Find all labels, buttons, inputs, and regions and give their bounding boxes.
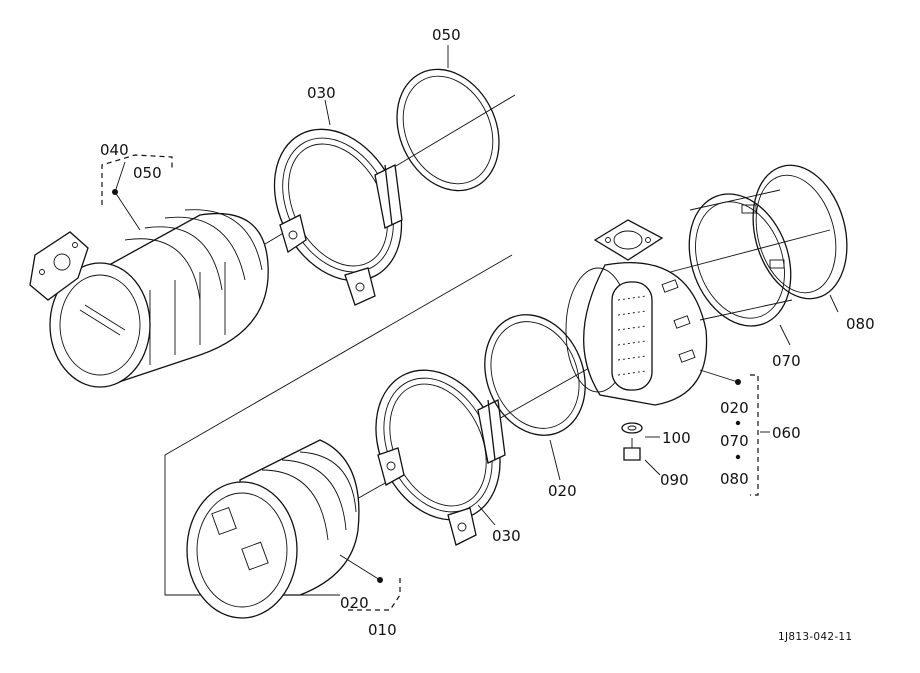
band-clamp-bottom xyxy=(375,369,506,546)
group-bracket-top-left xyxy=(101,154,173,205)
callout-080-part: 080 xyxy=(846,315,875,333)
protector-cover-070 xyxy=(688,189,793,327)
callout-090: 090 xyxy=(660,471,689,489)
callout-040: 040 xyxy=(100,141,129,159)
gasket-ring-top xyxy=(396,68,500,192)
group-bracket-bottom xyxy=(345,578,401,611)
callout-080-assembly: 080 xyxy=(720,470,749,488)
callout-020-ring: 020 xyxy=(548,482,577,500)
washer-100 xyxy=(621,422,643,434)
callout-050-group: 050 xyxy=(133,164,162,182)
callout-010: 010 xyxy=(368,621,397,639)
reference-dots xyxy=(112,189,741,583)
gasket-ring-bottom xyxy=(484,314,586,436)
callout-060: 060 xyxy=(772,424,801,442)
muffler-assembly-top xyxy=(29,209,269,388)
callout-020-assembly: 020 xyxy=(720,399,749,417)
callout-070-assembly: 070 xyxy=(720,432,749,450)
tail-body-assembly xyxy=(565,219,708,406)
bolt-090 xyxy=(623,438,641,461)
callout-020-bottom-group: 020 xyxy=(340,594,369,612)
callout-100: 100 xyxy=(662,429,691,447)
leader-lines xyxy=(114,45,839,581)
band-clamp-top xyxy=(273,128,403,306)
callout-030-bottom: 030 xyxy=(492,527,521,545)
callout-070-part: 070 xyxy=(772,352,801,370)
callout-050-ring: 050 xyxy=(432,26,461,44)
muffler-assembly-bottom xyxy=(186,439,360,619)
figure-reference-code: 1J813-042-11 xyxy=(778,631,852,643)
callout-030-top: 030 xyxy=(307,84,336,102)
end-cap-080 xyxy=(752,164,848,300)
group-bracket-right xyxy=(750,374,759,496)
